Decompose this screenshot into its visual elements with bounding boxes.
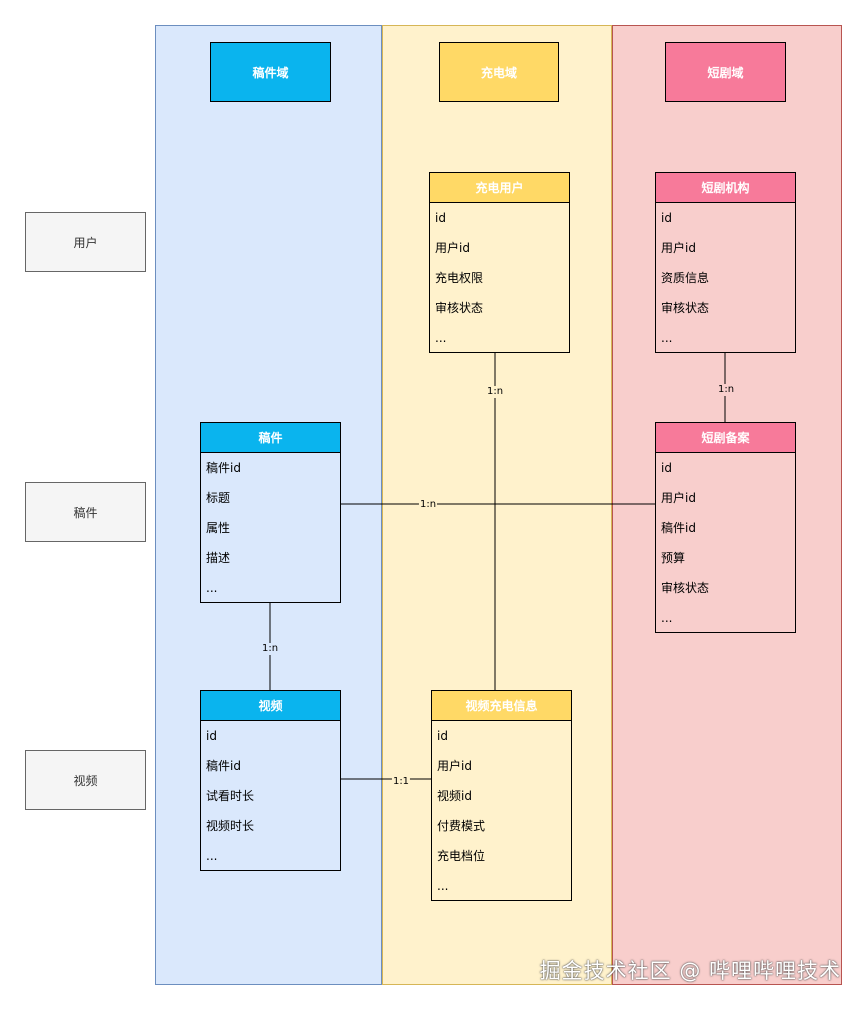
- domain-header-manuscript: 稿件域: [210, 42, 331, 102]
- entity-field: id: [661, 461, 672, 475]
- entity-field: 付费模式: [437, 819, 486, 833]
- entity-field: 描述: [206, 551, 231, 565]
- entity-charge-user[interactable]: 充电用户 id 用户id 充电权限 审核状态 ...: [429, 172, 570, 353]
- entity-field: 资质信息: [661, 271, 710, 285]
- entity-field: 稿件id: [206, 461, 241, 475]
- entity-field: id: [206, 729, 217, 743]
- entity-field: ...: [206, 581, 218, 595]
- entity-field: 稿件id: [661, 521, 696, 535]
- entity-field: 用户id: [661, 241, 696, 255]
- entity-field: 充电权限: [435, 271, 484, 285]
- entity-field: 用户id: [435, 241, 470, 255]
- row-label-video: 视频: [25, 750, 146, 810]
- entity-manuscript[interactable]: 稿件 稿件id 标题 属性 描述 ...: [200, 422, 341, 603]
- entity-field: ...: [206, 849, 218, 863]
- entity-field: 标题: [206, 491, 231, 505]
- row-label-user: 用户: [25, 212, 146, 272]
- entity-title: 短剧机构: [656, 173, 795, 203]
- entity-field: 用户id: [437, 759, 472, 773]
- entity-field: 属性: [206, 521, 231, 535]
- relation-label-manuscript-video: 1:n: [260, 643, 280, 655]
- relation-label-charge-user-video-charge: 1:n: [485, 386, 505, 398]
- entity-drama-filing[interactable]: 短剧备案 id 用户id 稿件id 预算 审核状态 ...: [655, 422, 796, 633]
- entity-field: 预算: [661, 551, 686, 565]
- relation-label-manuscript-drama-filing: 1:n: [418, 499, 438, 511]
- entity-field: 审核状态: [661, 581, 710, 595]
- entity-field: 稿件id: [206, 759, 241, 773]
- entity-field: ...: [437, 879, 449, 893]
- entity-field: 审核状态: [435, 301, 484, 315]
- entity-field: ...: [435, 331, 447, 345]
- domain-header-charge: 充电域: [439, 42, 559, 102]
- relation-label-video-video-charge: 1:1: [391, 776, 411, 788]
- entity-video[interactable]: 视频 id 稿件id 试看时长 视频时长 ...: [200, 690, 341, 871]
- entity-field: ...: [661, 331, 673, 345]
- entity-title: 充电用户: [430, 173, 569, 203]
- row-label-manuscript: 稿件: [25, 482, 146, 542]
- entity-field: 审核状态: [661, 301, 710, 315]
- watermark-text: 掘金技术社区 @ 哔哩哔哩技术: [539, 959, 841, 983]
- entity-field: 充电档位: [437, 849, 486, 863]
- entity-field: id: [437, 729, 448, 743]
- domain-header-drama: 短剧域: [665, 42, 786, 102]
- entity-title: 短剧备案: [656, 423, 795, 453]
- entity-field: 视频时长: [206, 819, 255, 833]
- entity-field: 用户id: [661, 491, 696, 505]
- relation-label-drama-org-drama-filing: 1:n: [716, 384, 736, 396]
- entity-title: 稿件: [201, 423, 340, 453]
- entity-title: 视频: [201, 691, 340, 721]
- entity-field: 试看时长: [206, 789, 255, 803]
- entity-title: 视频充电信息: [432, 691, 571, 721]
- entity-video-charge-info[interactable]: 视频充电信息 id 用户id 视频id 付费模式 充电档位 ...: [431, 690, 572, 901]
- entity-field: ...: [661, 611, 673, 625]
- entity-field: id: [661, 211, 672, 225]
- entity-field: id: [435, 211, 446, 225]
- entity-field: 视频id: [437, 789, 472, 803]
- entity-drama-org[interactable]: 短剧机构 id 用户id 资质信息 审核状态 ...: [655, 172, 796, 353]
